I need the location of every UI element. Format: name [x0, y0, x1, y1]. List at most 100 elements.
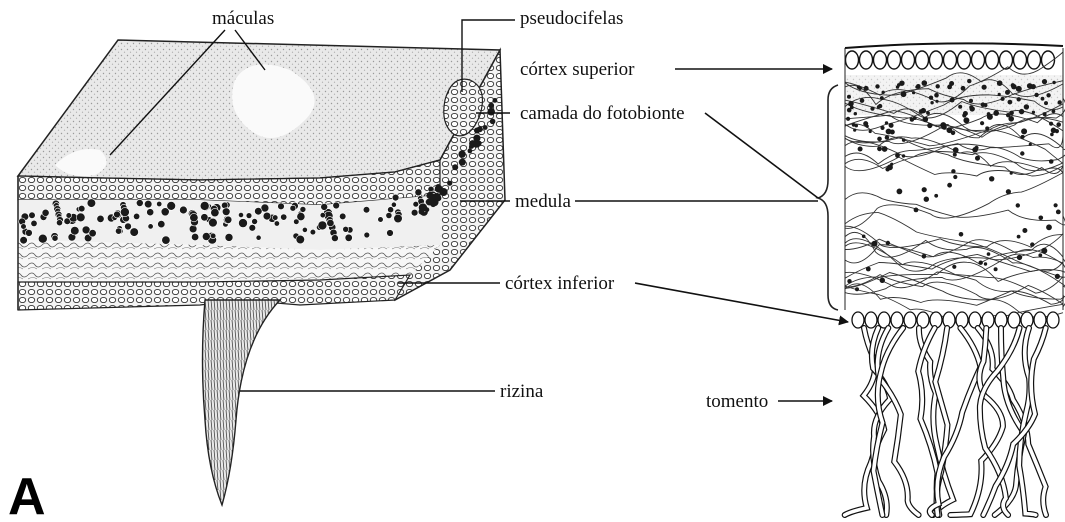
photobiont-cell: [415, 189, 422, 196]
photobiont-cell: [252, 219, 258, 225]
photobiont-cell: [1052, 109, 1056, 113]
label-camada-fotobionte: camada do fotobionte: [520, 103, 685, 124]
photobiont-cell: [447, 181, 452, 186]
photobiont-cell: [310, 229, 316, 235]
photobiont-cell: [477, 141, 482, 146]
photobiont-cell: [42, 209, 49, 216]
photobiont-cell: [963, 117, 969, 123]
photobiont-cell: [71, 226, 80, 235]
photobiont-cell: [1020, 151, 1024, 155]
photobiont-cell: [895, 153, 900, 158]
photobiont-cell: [922, 187, 927, 192]
photobiont-cell: [66, 213, 72, 219]
photobiont-cell: [950, 98, 955, 103]
cortex-cell: [1014, 51, 1027, 69]
photobiont-cell: [388, 207, 394, 213]
photobiont-cell: [936, 84, 940, 88]
photobiont-cell: [902, 138, 906, 142]
photobiont-cell: [877, 146, 882, 151]
photobiont-cell: [391, 202, 396, 207]
photobiont-cell: [914, 208, 919, 213]
photobiont-cell: [984, 103, 988, 107]
photobiont-cell: [953, 153, 957, 157]
photobiont-cell: [869, 130, 872, 133]
photobiont-cell: [934, 194, 938, 198]
cortex-cell: [958, 51, 971, 69]
photobiont-cell: [1050, 133, 1054, 137]
photobiont-cell: [469, 144, 474, 149]
photobiont-cell: [1058, 100, 1062, 104]
photobiont-cell: [89, 230, 96, 237]
photobiont-cell: [115, 228, 121, 234]
cortex-cell: [846, 51, 859, 69]
label-rizina: rizina: [500, 381, 544, 402]
photobiont-cell: [254, 207, 262, 215]
photobiont-cell: [922, 254, 927, 259]
photobiont-cell: [930, 101, 933, 104]
photobiont-cell: [972, 147, 978, 153]
photobiont-cell: [915, 85, 918, 88]
photobiont-cell: [880, 126, 884, 130]
photobiont-cell: [953, 147, 959, 153]
cortex-cell: [1047, 312, 1059, 328]
label-medula: medula: [515, 191, 571, 212]
photobiont-cell: [52, 235, 58, 241]
photobiont-cell: [20, 236, 28, 244]
photobiont-cell: [1021, 128, 1027, 134]
line-camada-fotobionte: [705, 113, 818, 198]
photobiont-cell: [1046, 93, 1050, 97]
photobiont-cell: [133, 213, 139, 219]
cortex-cell: [860, 51, 873, 69]
photobiont-cell: [959, 232, 964, 237]
photobiont-cell: [246, 213, 252, 219]
photobiont-cell: [880, 96, 884, 100]
tomentum-hyphae: [845, 328, 1046, 515]
photobiont-cell: [910, 117, 914, 121]
photobiont-cell: [493, 98, 498, 103]
photobiont-cell: [1011, 83, 1015, 87]
photobiont-cell: [922, 80, 928, 86]
cortex-cell: [1028, 51, 1041, 69]
photobiont-cell: [1008, 116, 1014, 122]
photobiont-cell: [847, 108, 852, 113]
label-pseudocifelas: pseudocifelas: [520, 8, 623, 29]
photobiont-cell: [97, 215, 104, 222]
photobiont-cell: [1042, 79, 1047, 84]
photobiont-cell: [919, 109, 923, 113]
photobiont-cell: [947, 127, 953, 133]
photobiont-cell: [858, 147, 863, 152]
photobiont-cell: [56, 220, 62, 226]
photobiont-cell: [862, 235, 866, 239]
photobiont-cell: [897, 189, 903, 195]
photobiont-cell: [1049, 122, 1053, 126]
photobiont-cell: [847, 279, 851, 283]
photobiont-cell: [969, 99, 973, 103]
photobiont-cell: [863, 121, 868, 126]
photobiont-cell: [853, 129, 856, 132]
photobiont-cell: [331, 235, 338, 242]
photobiont-cell: [864, 86, 869, 91]
photobiont-cell: [885, 167, 889, 171]
photobiont-cell: [411, 209, 418, 216]
photobiont-cell: [327, 219, 334, 226]
photobiont-cell: [1021, 135, 1025, 139]
photobiont-cell: [875, 84, 879, 88]
arrow-cortex-inferior: [635, 283, 848, 322]
photobiont-cell: [190, 213, 198, 221]
photobiont-cell: [201, 214, 208, 221]
cortex-cell: [891, 312, 903, 328]
photobiont-cell: [1027, 83, 1033, 89]
photobiont-cell: [318, 221, 327, 230]
photobiont-cell: [413, 201, 419, 207]
photobiont-cell: [272, 215, 278, 221]
photobiont-cell: [1041, 248, 1047, 254]
photobiont-cell: [1034, 93, 1038, 97]
photobiont-cell: [1056, 210, 1061, 215]
photobiont-cell: [386, 212, 392, 218]
photobiont-cell: [429, 194, 435, 200]
cortex-cell: [1000, 51, 1013, 69]
photobiont-cell: [947, 183, 952, 188]
photobiont-cell: [425, 207, 430, 212]
upper-cortex-cells: [845, 43, 1063, 69]
cortex-cell: [874, 51, 887, 69]
